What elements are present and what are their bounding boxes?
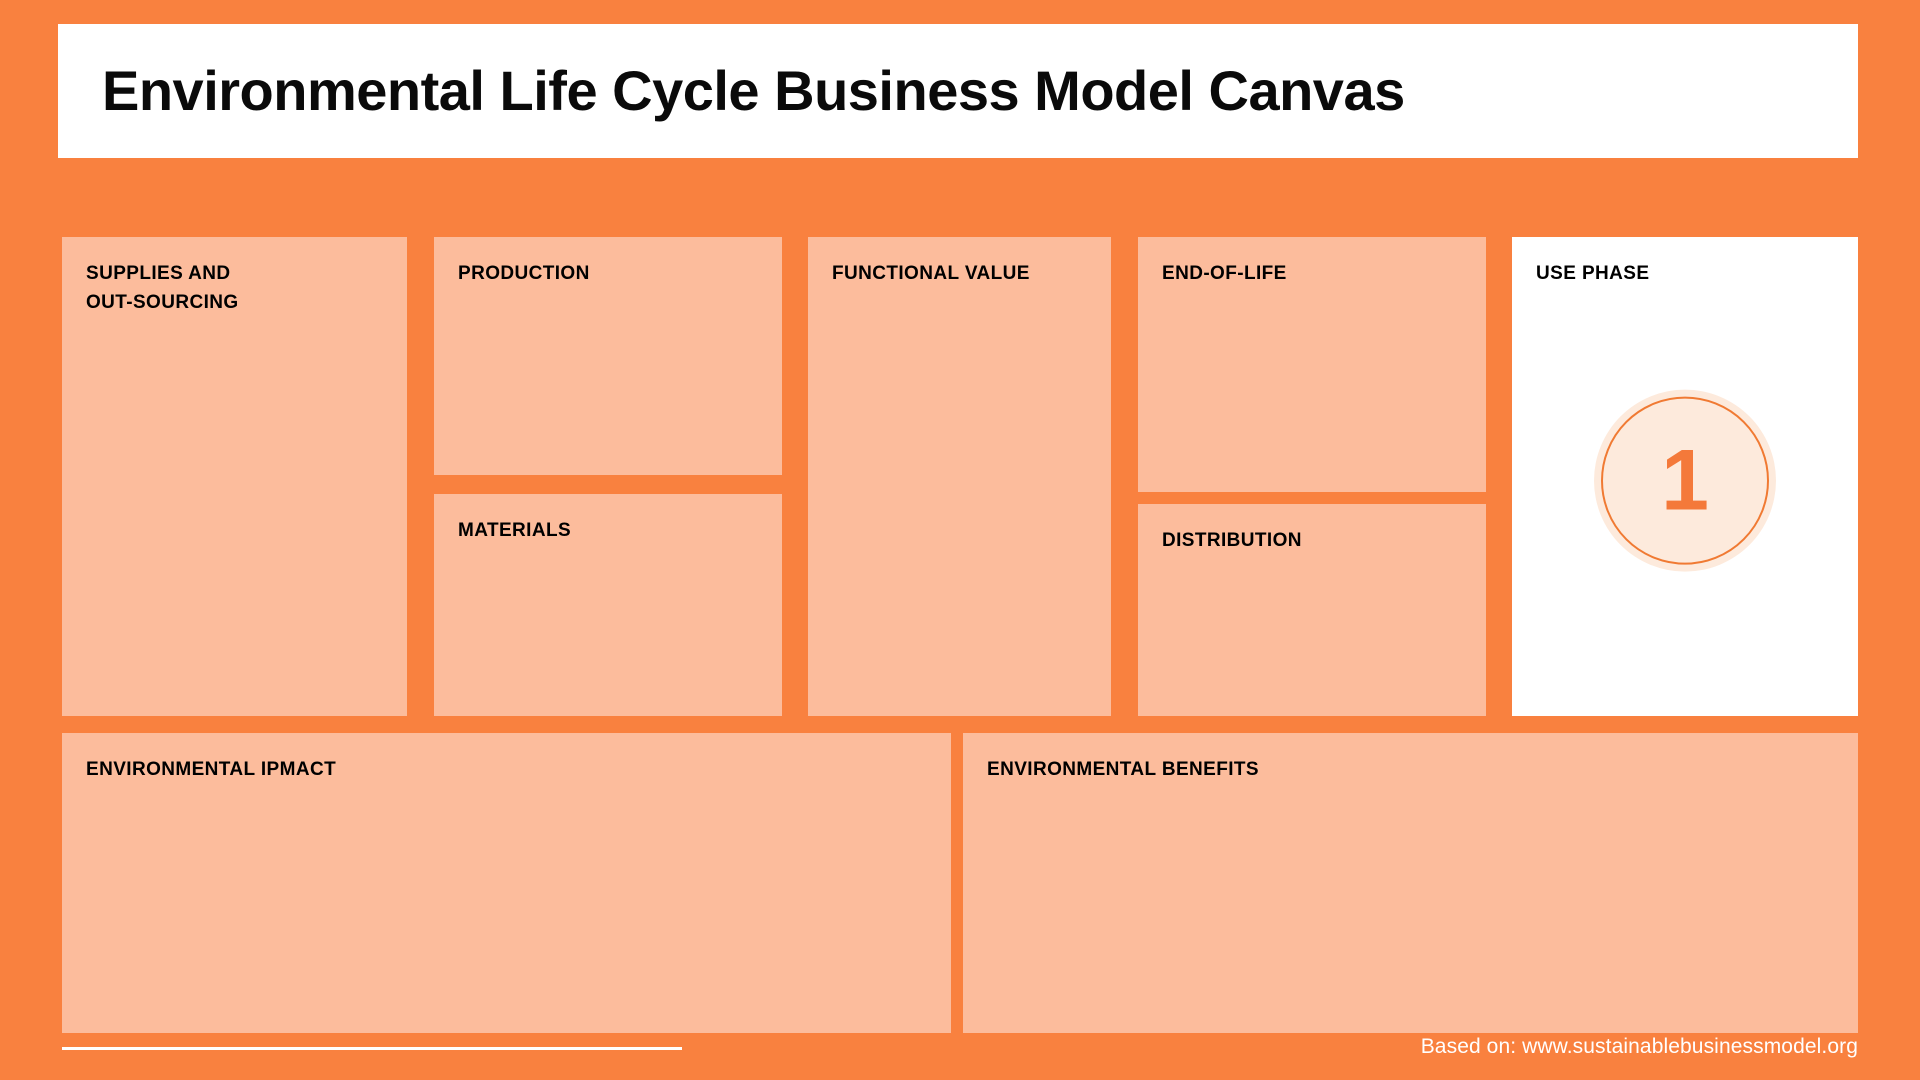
block-label-environmental-benefits: ENVIRONMENTAL BENEFITS xyxy=(987,759,1259,780)
block-supplies-and-outsourcing[interactable]: SUPPLIES AND OUT-SOURCING xyxy=(62,237,407,716)
block-label-materials: MATERIALS xyxy=(458,520,572,541)
block-environmental-benefits[interactable]: ENVIRONMENTAL BENEFITS xyxy=(963,733,1858,1033)
block-use-phase[interactable]: USE PHASE 1 xyxy=(1512,237,1858,716)
footer-divider xyxy=(62,1047,682,1050)
block-distribution[interactable]: DISTRIBUTION xyxy=(1138,504,1486,716)
block-materials[interactable]: MATERIALS xyxy=(434,494,782,716)
block-environmental-impact[interactable]: ENVIRONMENTAL IPMACT xyxy=(62,733,951,1033)
block-label-end-of-life: END-OF-LIFE xyxy=(1162,263,1287,284)
block-label-supplies-and-outsourcing: SUPPLIES AND OUT-SOURCING xyxy=(86,263,239,314)
badge-number-label: 1 xyxy=(1661,432,1709,529)
footer-credit: Based on: www.sustainablebusinessmodel.o… xyxy=(1420,1035,1858,1058)
block-production[interactable]: PRODUCTION xyxy=(434,237,782,475)
use-phase-step-badge: 1 xyxy=(1594,389,1776,572)
page-title: Environmental Life Cycle Business Model … xyxy=(102,58,1405,122)
title-bar: Environmental Life Cycle Business Model … xyxy=(58,24,1858,158)
block-label-functional-value: FUNCTIONAL VALUE xyxy=(832,263,1030,284)
block-end-of-life[interactable]: END-OF-LIFE xyxy=(1138,237,1486,492)
block-label-distribution: DISTRIBUTION xyxy=(1162,530,1302,551)
block-label-environmental-impact: ENVIRONMENTAL IPMACT xyxy=(86,759,337,780)
block-label-use-phase: USE PHASE xyxy=(1536,263,1650,284)
block-label-production: PRODUCTION xyxy=(458,263,590,284)
badge-circle-ring xyxy=(1601,396,1769,565)
block-functional-value[interactable]: FUNCTIONAL VALUE xyxy=(808,237,1111,716)
